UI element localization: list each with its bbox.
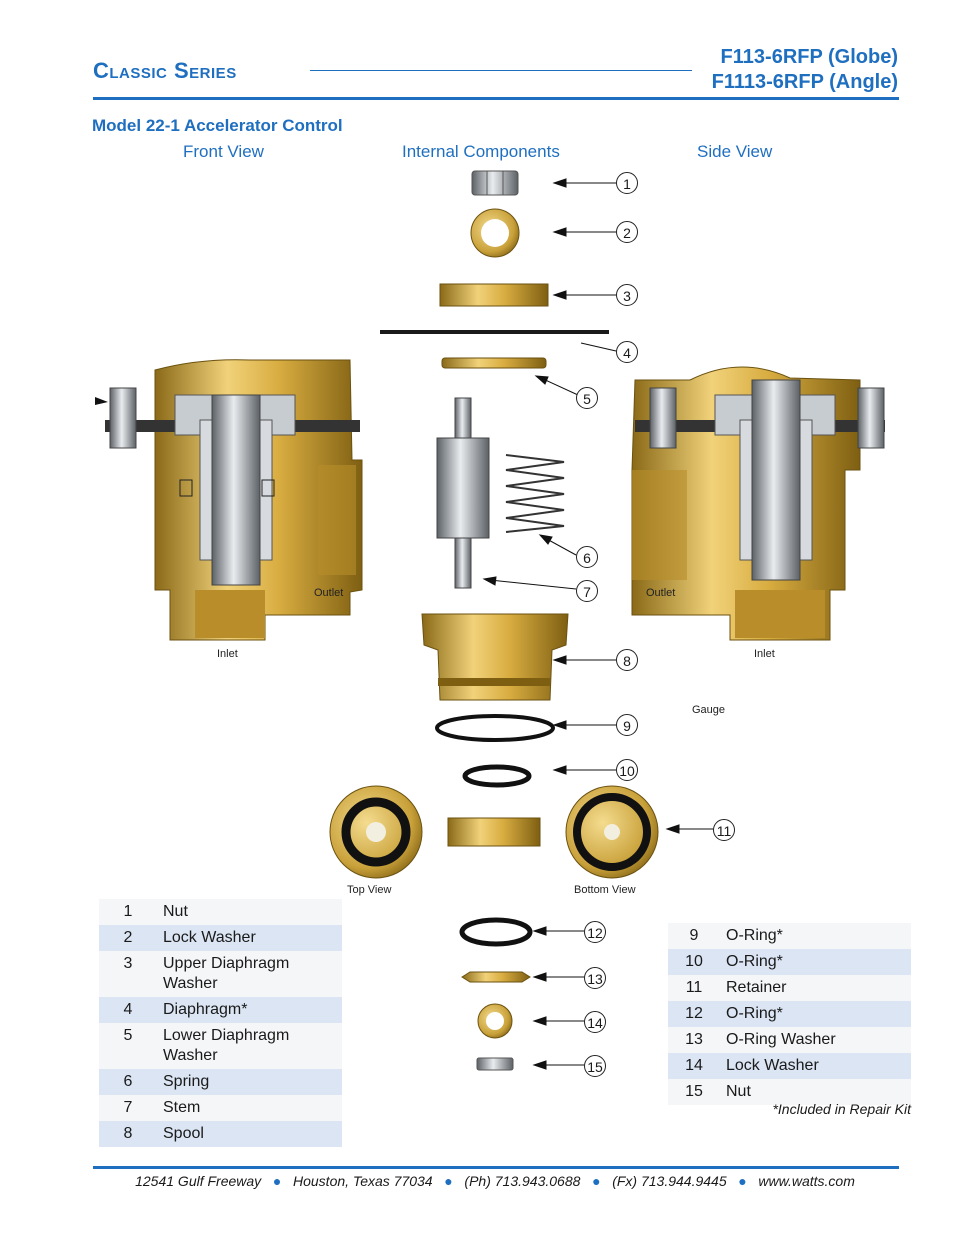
callout-5: 5 <box>576 387 598 409</box>
part-name: Nut <box>720 1079 911 1105</box>
model-angle: F1113-6RFP (Angle) <box>711 71 898 93</box>
gauge-label: Gauge <box>692 704 726 716</box>
model-globe: F113-6RFP (Globe) <box>720 46 898 68</box>
footer-city: Houston, Texas 77034 <box>293 1173 433 1189</box>
callout-4: 4 <box>616 341 638 363</box>
part-number: 3 <box>99 951 157 997</box>
footer-fax: (Fx) 713.944.9445 <box>612 1173 727 1189</box>
internal-components-label: Internal Components <box>402 142 560 161</box>
footer-address: 12541 Gulf Freeway <box>135 1173 262 1189</box>
footer-separator: ● <box>272 1173 282 1189</box>
part-number: 8 <box>99 1121 157 1147</box>
callout-6: 6 <box>576 546 598 568</box>
part-number: 13 <box>668 1027 720 1053</box>
part-number: 14 <box>668 1053 720 1079</box>
part-number: 5 <box>99 1023 157 1069</box>
part-number: 12 <box>668 1001 720 1027</box>
part-name: O-Ring* <box>720 923 911 949</box>
front-inlet-label: Inlet <box>217 648 238 660</box>
front-view-illustration <box>95 359 363 641</box>
header-rule <box>93 97 899 100</box>
part-name: Diaphragm* <box>157 997 342 1023</box>
part-number: 11 <box>668 975 720 1001</box>
part-number: 2 <box>99 925 157 951</box>
callout-2: 2 <box>616 221 638 243</box>
part-number: 1 <box>99 899 157 925</box>
part-name: Stem <box>157 1095 342 1121</box>
callout-7: 7 <box>576 580 598 602</box>
callout-15: 15 <box>584 1055 606 1077</box>
part-name: Spring <box>157 1069 342 1095</box>
footer-contact: 12541 Gulf Freeway ● Houston, Texas 7703… <box>0 1173 954 1189</box>
part-number: 7 <box>99 1095 157 1121</box>
callout-1: 1 <box>616 172 638 194</box>
callout-14: 14 <box>584 1011 606 1033</box>
part-name: Lock Washer <box>157 925 342 951</box>
bottom-view-label: Bottom View <box>574 884 636 896</box>
part-name: O-Ring* <box>720 1001 911 1027</box>
callout-8: 8 <box>616 649 638 671</box>
part-number: 15 <box>668 1079 720 1105</box>
top-view-label: Top View <box>347 884 392 896</box>
callout-12: 12 <box>584 921 606 943</box>
side-outlet-label: Outlet <box>646 587 676 599</box>
callout-3: 3 <box>616 284 638 306</box>
callout-13: 13 <box>584 967 606 989</box>
footer-separator: ● <box>592 1173 601 1189</box>
part-number: 10 <box>668 949 720 975</box>
side-view-illustration <box>631 366 885 641</box>
callout-11: 11 <box>713 819 735 841</box>
front-view-label: Front View <box>183 142 264 161</box>
side-inlet-label: Inlet <box>754 648 775 660</box>
series-title: Classic Series <box>93 58 237 83</box>
header-divider <box>310 70 692 71</box>
part-name: Upper Diaphragm Washer <box>157 951 342 997</box>
footer-phone: (Ph) 713.943.0688 <box>464 1173 581 1189</box>
section-title: Model 22-1 Accelerator Control <box>92 116 343 135</box>
part-number: 6 <box>99 1069 157 1095</box>
footer-website[interactable]: www.watts.com <box>758 1173 855 1189</box>
callout-9: 9 <box>616 714 638 736</box>
part-name: Spool <box>157 1121 342 1147</box>
part-name: Retainer <box>720 975 911 1001</box>
repair-kit-note: *Included in Repair Kit <box>772 1101 911 1117</box>
side-view-label: Side View <box>697 142 773 161</box>
part-name: Lock Washer <box>720 1053 911 1079</box>
part-number: 9 <box>668 923 720 949</box>
footer-separator: ● <box>444 1173 453 1189</box>
part-name: Lower Diaphragm Washer <box>157 1023 342 1069</box>
footer-rule <box>93 1166 899 1169</box>
part-number: 4 <box>99 997 157 1023</box>
part-name: O-Ring Washer <box>720 1027 911 1053</box>
part-name: O-Ring* <box>720 949 911 975</box>
part-name: Nut <box>157 899 342 925</box>
callout-10: 10 <box>616 759 638 781</box>
front-outlet-label: Outlet <box>314 587 344 599</box>
footer-separator: ● <box>738 1173 747 1189</box>
